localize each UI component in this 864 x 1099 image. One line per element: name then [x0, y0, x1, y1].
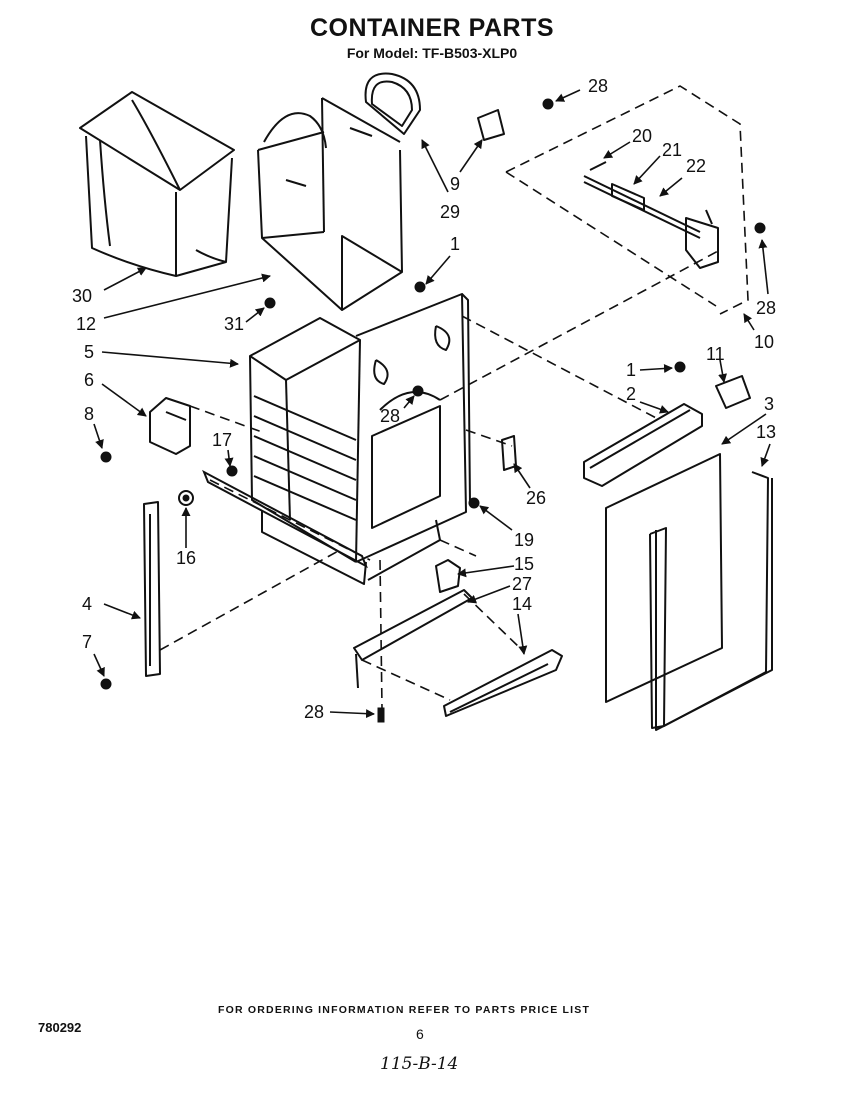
nut-17	[226, 465, 238, 477]
part-label: 4	[82, 594, 92, 614]
part-label: 28	[588, 76, 608, 96]
part-label: 13	[756, 422, 776, 442]
screw-7	[100, 678, 112, 690]
screw-28-right	[754, 222, 766, 234]
part-label: 22	[686, 156, 706, 176]
lid-gasket	[364, 72, 421, 135]
part-label: 27	[512, 574, 532, 594]
hinge-bracket-top	[477, 109, 505, 141]
part-label: 30	[72, 286, 92, 306]
screw-8	[100, 451, 112, 463]
ordering-note: FOR ORDERING INFORMATION REFER TO PARTS …	[218, 1004, 591, 1016]
screw-28-top	[542, 98, 554, 110]
part-label: 1	[450, 234, 460, 254]
bottom-bracket	[435, 559, 461, 593]
part-label: 10	[754, 332, 774, 352]
part-label: 28	[756, 298, 776, 318]
screw-31	[264, 297, 276, 309]
part-label: 28	[380, 406, 400, 426]
front-panel	[605, 453, 723, 703]
part-label: 26	[526, 488, 546, 508]
part-label: 19	[514, 530, 534, 550]
latch-bracket	[715, 375, 751, 409]
screw-28-bottom	[377, 707, 385, 723]
model-subtitle: For Model: TF-B503-XLP0	[346, 45, 518, 61]
part-label: 17	[212, 430, 232, 450]
trash-bag	[79, 91, 235, 277]
part-label: 3	[764, 394, 774, 414]
bag-liner	[257, 97, 403, 311]
part-label: 1	[626, 360, 636, 380]
part-label: 2	[626, 384, 636, 404]
front-trim-bar	[583, 403, 703, 487]
handwritten-note: 115-B-14	[380, 1054, 459, 1074]
part-label: 5	[84, 342, 94, 362]
part-label: 12	[76, 314, 96, 334]
part-labels: 28 20 21 22 9 29 1 28 10 30 12 31 5 6 8 …	[72, 76, 776, 722]
part-label: 7	[82, 632, 92, 652]
screw-19	[468, 497, 480, 509]
part-label: 20	[632, 126, 652, 146]
part-label: 31	[224, 314, 244, 334]
part-label: 21	[662, 140, 682, 160]
part-label: 11	[706, 344, 725, 364]
part-label: 8	[84, 404, 94, 424]
screw-28-mid	[412, 385, 424, 397]
hinge-rod-assembly	[583, 161, 719, 269]
page-title: CONTAINER PARTS	[309, 14, 555, 42]
page-number: 6	[416, 1026, 424, 1042]
part-label: 9	[450, 174, 460, 194]
container-frame	[249, 293, 471, 585]
side-rail	[143, 501, 161, 677]
part-label: 28	[304, 702, 324, 722]
part-label: 15	[514, 554, 534, 574]
part-label: 14	[512, 594, 532, 614]
part-label: 16	[176, 548, 196, 568]
screw-1-right	[674, 361, 686, 373]
toe-plate-bracket	[149, 397, 191, 455]
document-code: 780292	[38, 1020, 82, 1035]
grommet-16	[178, 490, 194, 506]
panel-trim-frame	[649, 471, 773, 731]
part-label: 29	[440, 202, 460, 222]
screw-1-top	[414, 281, 426, 293]
part-label: 6	[84, 370, 94, 390]
